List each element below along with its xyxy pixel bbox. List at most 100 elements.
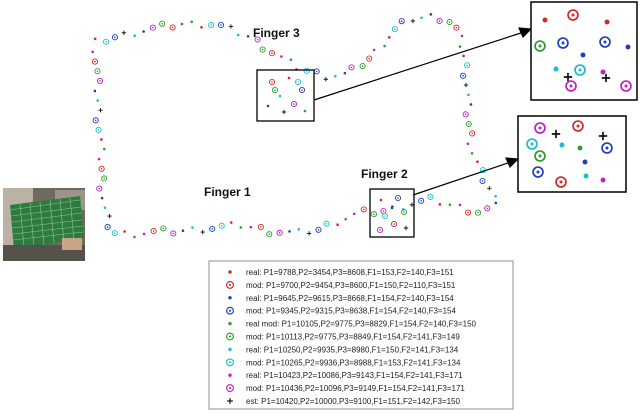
- marker-30: [366, 55, 373, 62]
- marker-116: [96, 77, 104, 84]
- marker-166: [600, 177, 606, 183]
- marker-20: [280, 55, 283, 58]
- marker-59: [494, 194, 497, 198]
- marker-109: [102, 147, 106, 151]
- marker-26: [334, 74, 337, 78]
- marker-65: [448, 203, 452, 206]
- marker-12: [208, 22, 215, 29]
- marker-103: [103, 206, 107, 210]
- marker-67: [427, 193, 434, 200]
- marker-154: [572, 120, 584, 132]
- marker-93: [181, 229, 185, 233]
- marker-79: [315, 226, 322, 233]
- marker-104: [100, 196, 104, 200]
- finger-3-zoom-markers: [534, 9, 632, 92]
- marker-150: [601, 73, 611, 83]
- marker-8: [169, 24, 176, 31]
- marker-139: [567, 9, 579, 21]
- marker-89: [218, 222, 225, 229]
- marker-84: [266, 231, 273, 238]
- marker-52: [469, 130, 476, 137]
- marker-80: [306, 231, 312, 236]
- marker-4: [133, 34, 136, 38]
- legend-label-3: mod: P1=9345,P2=9315,P3=8638,F1=154,F2=1…: [246, 307, 457, 316]
- marker-98: [133, 235, 136, 239]
- marker-169: [228, 296, 232, 300]
- legend: real: P1=9788,P2=3454,P3=8608,F1=153,F2=…: [208, 260, 514, 410]
- marker-158: [559, 142, 565, 148]
- marker-168: [226, 280, 234, 289]
- marker-74: [360, 206, 367, 213]
- marker-126: [303, 109, 307, 113]
- marker-162: [582, 159, 588, 165]
- marker-174: [226, 358, 234, 367]
- marker-117: [94, 68, 101, 75]
- legend-label-1: mod: P1=9700,P2=9454,P3=8600,F1=150,F2=1…: [246, 281, 456, 290]
- marker-97: [142, 232, 146, 236]
- legend-entry-5: mod: P1=10113,P2=9775,P3=8849,F1=154,F2=…: [226, 332, 460, 342]
- marker-16: [246, 34, 250, 38]
- marker-46: [460, 72, 467, 79]
- marker-101: [104, 224, 111, 231]
- marker-146: [553, 66, 559, 72]
- marker-13: [217, 22, 225, 29]
- marker-48: [467, 93, 470, 97]
- marker-41: [453, 24, 460, 31]
- marker-153: [534, 122, 546, 134]
- finger-2-zoom-panel: [517, 115, 627, 193]
- marker-155: [551, 129, 561, 139]
- marker-58: [487, 186, 492, 191]
- marker-173: [228, 347, 232, 352]
- marker-102: [107, 213, 112, 219]
- marker-2: [111, 34, 118, 41]
- marker-118: [91, 58, 99, 65]
- legend-box: [208, 260, 514, 410]
- marker-57: [479, 177, 486, 184]
- marker-38: [429, 13, 433, 16]
- marker-140: [604, 19, 610, 25]
- marker-53: [466, 142, 470, 146]
- marker-11: [200, 26, 203, 29]
- marker-1: [102, 38, 110, 45]
- marker-82: [288, 230, 291, 233]
- marker-51: [465, 120, 472, 128]
- marker-164: [555, 176, 567, 188]
- marker-172: [226, 332, 234, 341]
- legend-entry-4: real mod: P1=10105,P2=9775,P3=8829,F1=15…: [228, 320, 477, 329]
- marker-128: [271, 86, 279, 94]
- marker-28: [348, 64, 355, 71]
- marker-130: [379, 198, 383, 202]
- marker-25: [323, 77, 328, 82]
- legend-label-7: mod: P1=10265,P2=9936,P3=8988,F1=153,F2=…: [246, 358, 461, 367]
- marker-54: [470, 152, 474, 155]
- marker-47: [463, 82, 469, 88]
- marker-106: [101, 175, 108, 182]
- marker-81: [297, 227, 301, 231]
- finger-3-region: [256, 69, 315, 122]
- legend-label-10: est: P1=10420,P2=10000,P3=9100,F1=151,F2…: [246, 397, 461, 406]
- marker-7: [159, 20, 166, 27]
- marker-105: [96, 185, 103, 192]
- marker-132: [400, 208, 408, 216]
- marker-27: [343, 71, 347, 75]
- marker-50: [462, 111, 469, 118]
- marker-32: [383, 44, 386, 48]
- marker-160: [601, 142, 613, 154]
- marker-23: [303, 67, 310, 74]
- marker-62: [475, 209, 482, 216]
- finger-2-zoom-markers: [526, 120, 613, 188]
- marker-5: [142, 30, 145, 33]
- zoom-arrows: [313, 27, 533, 196]
- marker-90: [209, 225, 216, 232]
- marker-75: [352, 212, 356, 216]
- legend-entry-8: real: P1=10423,P2=10086,P3=9143,F1=154,F…: [228, 371, 463, 380]
- marker-60: [494, 201, 498, 205]
- marker-43: [458, 45, 462, 48]
- marker-124: [290, 100, 298, 108]
- legend-entry-0: real: P1=9788,P2=3454,P3=8608,F1=153,F2=…: [228, 268, 454, 277]
- marker-115: [93, 89, 97, 93]
- marker-45: [464, 62, 471, 69]
- marker-24: [313, 68, 320, 75]
- marker-151: [565, 80, 577, 92]
